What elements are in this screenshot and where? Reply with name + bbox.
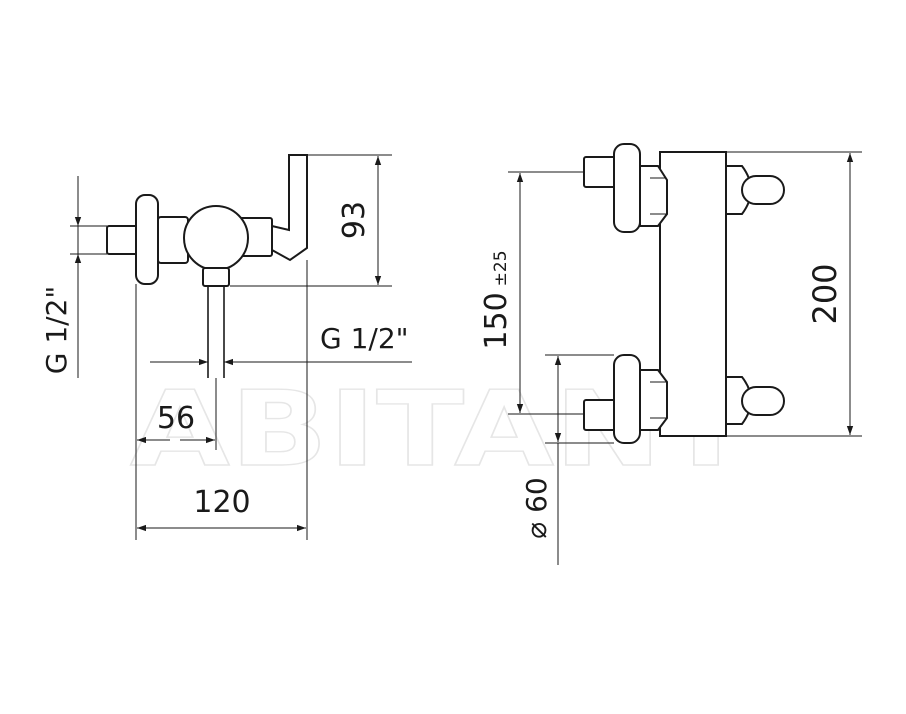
mixer-body (183, 205, 249, 271)
dim-rosette: ⌀ 60 (520, 477, 553, 538)
bottom-rosette (613, 354, 641, 444)
top-nut (639, 165, 668, 227)
top-inlet-nut (583, 156, 617, 188)
mixer-bar (659, 151, 727, 437)
dim-thread-inlet: G 1/2" (40, 286, 73, 375)
dim-depth: 120 (193, 485, 250, 520)
front-view: 150±25 200 ⌀ 60 (479, 143, 862, 565)
outlet-connector (202, 267, 230, 287)
dim-handle-height: 93 (337, 201, 372, 239)
dim-offset: 56 (157, 401, 195, 436)
handle-lever (271, 154, 308, 262)
dim-centers: 150±25 (479, 250, 514, 349)
top-rosette (613, 143, 641, 233)
wall-rosette (135, 194, 159, 285)
dim-centers-value: 150 (479, 292, 514, 349)
bottom-knob-lever (741, 386, 785, 416)
dim-height: 200 (806, 263, 844, 324)
dim-thread-outlet: G 1/2" (320, 322, 409, 355)
bottom-nut (639, 369, 668, 431)
top-knob-lever (741, 175, 785, 205)
side-view: G 1/2" 93 G 1/2" 56 120 (40, 154, 412, 540)
bottom-inlet-nut (583, 399, 617, 431)
inlet-connector (106, 225, 138, 255)
dim-centers-tolerance: ±25 (491, 250, 511, 286)
